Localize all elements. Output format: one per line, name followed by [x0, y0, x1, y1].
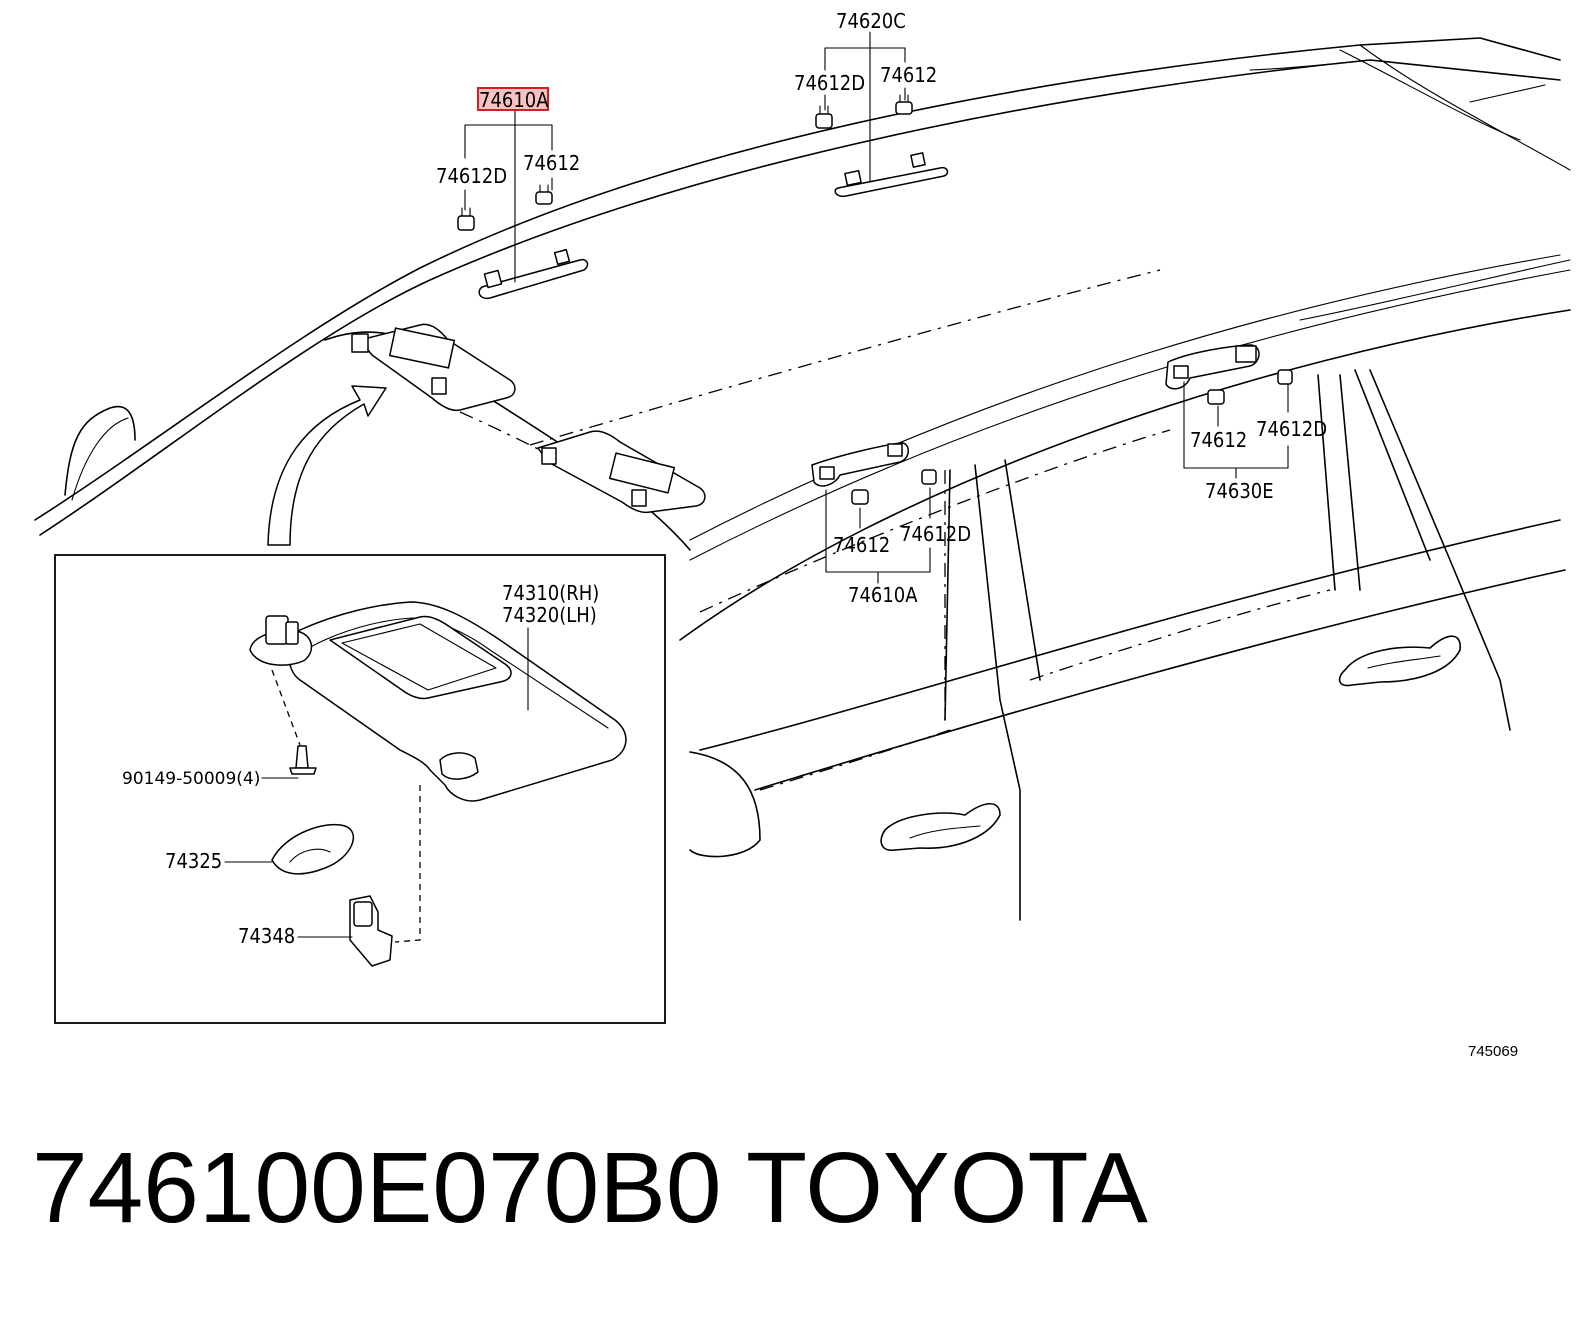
label-clip-mid: 74612 — [880, 63, 937, 87]
label-clip-d-front: 74612D — [436, 164, 507, 188]
mirror-cover-icon — [271, 823, 355, 875]
grab-handle-rear — [1165, 344, 1260, 390]
grab-handle-side — [811, 442, 909, 487]
label-clip-rear: 74612 — [1190, 428, 1247, 452]
detail-inset — [54, 554, 666, 1024]
leader-lines — [464, 31, 1289, 584]
clip-icon-side-d — [921, 469, 937, 485]
clip-icon-mid — [895, 94, 913, 115]
clip-icon-front-d — [457, 207, 475, 231]
label-screw: 90149-50009(4) — [122, 769, 260, 789]
screw-icon — [289, 745, 317, 775]
label-clip-group-mid: 74620C — [836, 9, 906, 33]
label-clip-front: 74612 — [523, 151, 580, 175]
label-clip-group-side: 74610A — [848, 583, 918, 607]
footer-caption: 746100E070B0 TOYOTA — [32, 1132, 1148, 1244]
pointer-arrow — [267, 385, 387, 546]
label-clip-side: 74612 — [833, 533, 890, 557]
visor-holder-icon — [349, 895, 393, 967]
clip-icon-rear-d — [1277, 369, 1293, 385]
grab-handle-front — [478, 248, 589, 300]
reference-number: 745069 — [1468, 1043, 1518, 1060]
label-mirror-cover: 74325 — [165, 849, 222, 873]
sun-visor-left-installed — [351, 323, 516, 412]
label-holder: 74348 — [238, 924, 295, 948]
brand-name: TOYOTA — [746, 1132, 1148, 1244]
clip-icon-rear — [1207, 389, 1225, 405]
sun-visor-detail — [249, 601, 627, 802]
highlight-box — [477, 87, 549, 111]
grab-handle-mid — [834, 152, 949, 198]
sun-visor-right-installed — [537, 430, 706, 514]
label-clip-group-front: 74610A — [479, 88, 549, 112]
label-clip-d-mid: 74612D — [794, 71, 865, 95]
label-clip-d-side: 74612D — [900, 522, 971, 546]
part-number: 746100E070B0 — [32, 1132, 722, 1244]
clip-icon-side — [851, 489, 869, 505]
clip-icon-front — [535, 184, 553, 205]
label-clip-group-rear: 74630E — [1205, 479, 1274, 503]
label-clip-d-rear: 74612D — [1256, 417, 1327, 441]
clip-icon-mid-d — [815, 105, 833, 129]
label-visor-lh: 74320(LH) — [502, 603, 597, 627]
labels: 74610A 74612D 74612 74620C 74612D 74612 … — [122, 9, 1518, 1060]
label-visor-rh: 74310(RH) — [502, 581, 599, 605]
